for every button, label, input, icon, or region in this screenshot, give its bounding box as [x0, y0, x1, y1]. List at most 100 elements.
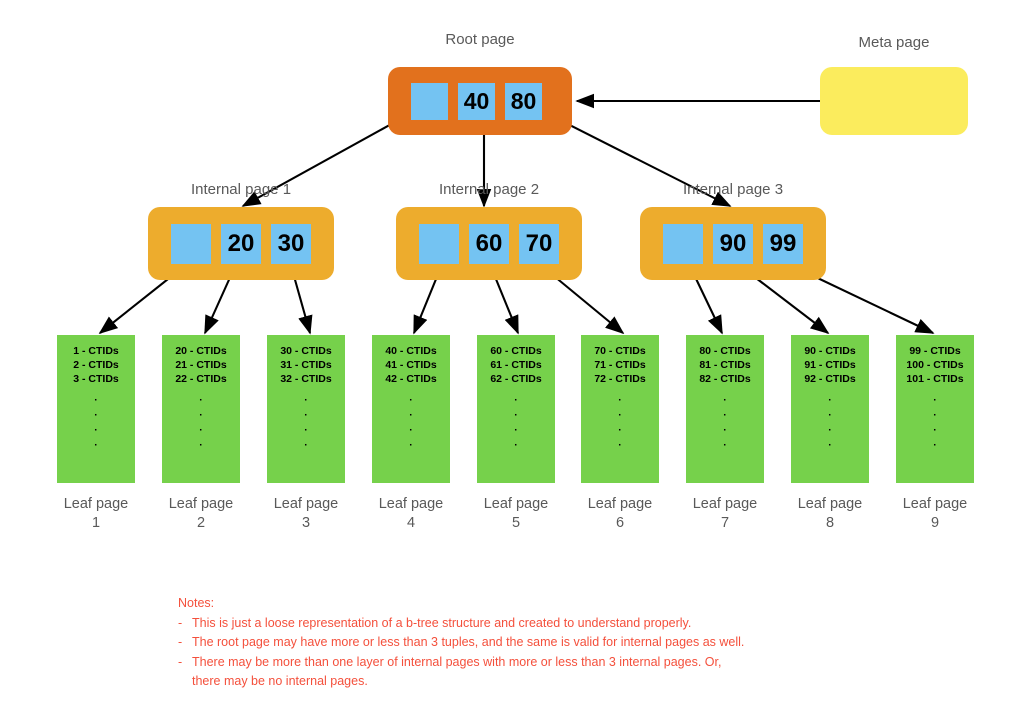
note-text-3: There may be more than one layer of inte… — [192, 654, 722, 669]
leaf-page-2-entry-2: 22 - CTIDs — [175, 373, 227, 385]
leaf-page-7-entry-2: 82 - CTIDs — [699, 373, 751, 385]
leaf-page-4-box[interactable]: 40 - CTIDs 41 - CTIDs 42 - CTIDs · · · · — [372, 335, 450, 483]
root-tuple-cell-1[interactable]: 40 — [458, 82, 495, 120]
meta-page-caption: Meta page — [858, 34, 930, 51]
leaf-page-9-caption-line2: 9 — [930, 515, 940, 531]
leaf-page-2-entry-1: 21 - CTIDs — [175, 359, 227, 371]
internal-page-1-caption: Internal page 1 — [190, 181, 292, 198]
leaf-page-1-continuation: · · · · — [94, 394, 98, 451]
root-page-box[interactable]: 40 80 — [388, 67, 572, 135]
leaf-page-4-entry-2: 42 - CTIDs — [385, 373, 437, 385]
leaf-page-7-entry-0: 80 - CTIDs — [699, 345, 751, 357]
leaf-page-3-caption: Leaf page 3 — [256, 495, 356, 533]
leaf-page-4-entry-1: 41 - CTIDs — [385, 359, 437, 371]
note-dash-blank — [178, 672, 192, 692]
internal-page-3-cell-1[interactable]: 90 — [713, 223, 753, 264]
leaf-page-7-caption-line2: 7 — [720, 515, 730, 531]
leaf-page-5-caption-line2: 5 — [511, 515, 521, 531]
internal-page-1-cell-2[interactable]: 30 — [271, 223, 311, 264]
leaf-page-9-caption: Leaf page 9 — [885, 495, 985, 533]
internal-page-2-box[interactable]: 60 70 — [396, 207, 582, 280]
leaf-page-6-caption: Leaf page 6 — [570, 495, 670, 533]
leaf-page-1-caption-line1: Leaf page — [63, 496, 129, 512]
notes-title: Notes: — [178, 596, 215, 610]
internal-page-2-cell-2[interactable]: 70 — [519, 223, 559, 264]
leaf-page-2-caption: Leaf page 2 — [151, 495, 251, 533]
leaf-page-8-entry-0: 90 - CTIDs — [804, 345, 856, 357]
leaf-page-6-caption-line1: Leaf page — [587, 496, 653, 512]
note-dash-3: - — [178, 654, 183, 669]
internal-page-3-cell-0[interactable] — [663, 223, 703, 264]
leaf-page-9-entry-1: 100 - CTIDs — [906, 359, 964, 371]
note-item-3: - There may be more than one layer of in… — [178, 653, 744, 673]
leaf-page-6-caption-line2: 6 — [615, 515, 625, 531]
leaf-page-5-caption: Leaf page 5 — [466, 495, 566, 533]
leaf-page-8-entry-1: 91 - CTIDs — [804, 359, 856, 371]
leaf-page-9-caption-line1: Leaf page — [902, 496, 968, 512]
leaf-page-6-continuation: · · · · — [618, 394, 622, 451]
leaf-page-2-entry-0: 20 - CTIDs — [175, 345, 227, 357]
leaf-page-6-entry-1: 71 - CTIDs — [594, 359, 646, 371]
leaf-page-5-box[interactable]: 60 - CTIDs 61 - CTIDs 62 - CTIDs · · · · — [477, 335, 555, 483]
leaf-page-8-caption-line2: 8 — [825, 515, 835, 531]
leaf-page-4-caption: Leaf page 4 — [361, 495, 461, 533]
leaf-page-8-caption-line1: Leaf page — [797, 496, 863, 512]
internal-page-1-box[interactable]: 20 30 — [148, 207, 334, 280]
note-text-3-continuation: there may be no internal pages. — [192, 674, 368, 688]
leaf-page-3-caption-line1: Leaf page — [273, 496, 339, 512]
leaf-page-2-caption-line2: 2 — [196, 515, 206, 531]
leaf-page-1-caption: Leaf page 1 — [46, 495, 146, 533]
leaf-page-5-entry-2: 62 - CTIDs — [490, 373, 542, 385]
note-text-1: This is just a loose representation of a… — [192, 615, 692, 630]
leaf-page-4-entry-0: 40 - CTIDs — [385, 345, 437, 357]
leaf-page-3-entry-0: 30 - CTIDs — [280, 345, 332, 357]
leaf-page-4-continuation: · · · · — [409, 394, 413, 451]
meta-page-box[interactable] — [820, 67, 968, 135]
leaf-page-1-entry-0: 1 - CTIDs — [73, 345, 119, 357]
leaf-page-9-entry-0: 99 - CTIDs — [909, 345, 961, 357]
leaf-page-5-entry-1: 61 - CTIDs — [490, 359, 542, 371]
notes-block: Notes: - This is just a loose representa… — [178, 594, 744, 692]
note-dash-1: - — [178, 615, 183, 630]
note-item-2: - The root page may have more or less th… — [178, 633, 744, 653]
leaf-page-6-box[interactable]: 70 - CTIDs 71 - CTIDs 72 - CTIDs · · · · — [581, 335, 659, 483]
internal-page-2-cell-0[interactable] — [419, 223, 459, 264]
leaf-page-3-entry-1: 31 - CTIDs — [280, 359, 332, 371]
internal-page-3-box[interactable]: 90 99 — [640, 207, 826, 280]
leaf-page-4-caption-line1: Leaf page — [378, 496, 444, 512]
leaf-page-8-caption: Leaf page 8 — [780, 495, 880, 533]
leaf-page-3-caption-line2: 3 — [301, 515, 311, 531]
note-item-3-continuation: there may be no internal pages. — [178, 672, 744, 692]
leaf-page-2-caption-line1: Leaf page — [168, 496, 234, 512]
leaf-page-1-entry-1: 2 - CTIDs — [73, 359, 119, 371]
internal-page-2-cell-1[interactable]: 60 — [469, 223, 509, 264]
leaf-page-6-entry-2: 72 - CTIDs — [594, 373, 646, 385]
internal-page-3-cell-2[interactable]: 99 — [763, 223, 803, 264]
root-tuple-cell-0[interactable] — [411, 82, 448, 120]
leaf-page-1-caption-line2: 1 — [91, 515, 101, 531]
leaf-page-6-entry-0: 70 - CTIDs — [594, 345, 646, 357]
leaf-page-4-caption-line2: 4 — [406, 515, 416, 531]
leaf-page-8-box[interactable]: 90 - CTIDs 91 - CTIDs 92 - CTIDs · · · · — [791, 335, 869, 483]
leaf-page-3-box[interactable]: 30 - CTIDs 31 - CTIDs 32 - CTIDs · · · · — [267, 335, 345, 483]
leaf-page-7-entry-1: 81 - CTIDs — [699, 359, 751, 371]
leaf-page-3-continuation: · · · · — [304, 394, 308, 451]
internal-page-1-cell-0[interactable] — [171, 223, 211, 264]
leaf-page-1-box[interactable]: 1 - CTIDs 2 - CTIDs 3 - CTIDs · · · · — [57, 335, 135, 483]
leaf-page-9-box[interactable]: 99 - CTIDs 100 - CTIDs 101 - CTIDs · · ·… — [896, 335, 974, 483]
leaf-page-2-box[interactable]: 20 - CTIDs 21 - CTIDs 22 - CTIDs · · · · — [162, 335, 240, 483]
leaf-page-5-continuation: · · · · — [514, 394, 518, 451]
leaf-page-7-caption-line1: Leaf page — [692, 496, 758, 512]
internal-page-2-caption: Internal page 2 — [438, 181, 540, 198]
leaf-page-8-entry-2: 92 - CTIDs — [804, 373, 856, 385]
note-item-1: - This is just a loose representation of… — [178, 614, 744, 634]
leaf-page-1-entry-2: 3 - CTIDs — [73, 373, 119, 385]
leaf-page-7-box[interactable]: 80 - CTIDs 81 - CTIDs 82 - CTIDs · · · · — [686, 335, 764, 483]
note-dash-2: - — [178, 635, 183, 649]
root-tuple-cell-2[interactable]: 80 — [505, 82, 542, 120]
leaf-page-2-continuation: · · · · — [199, 394, 203, 451]
root-page-caption: Root page — [445, 31, 515, 48]
leaf-page-7-caption: Leaf page 7 — [675, 495, 775, 533]
internal-page-1-cell-1[interactable]: 20 — [221, 223, 261, 264]
